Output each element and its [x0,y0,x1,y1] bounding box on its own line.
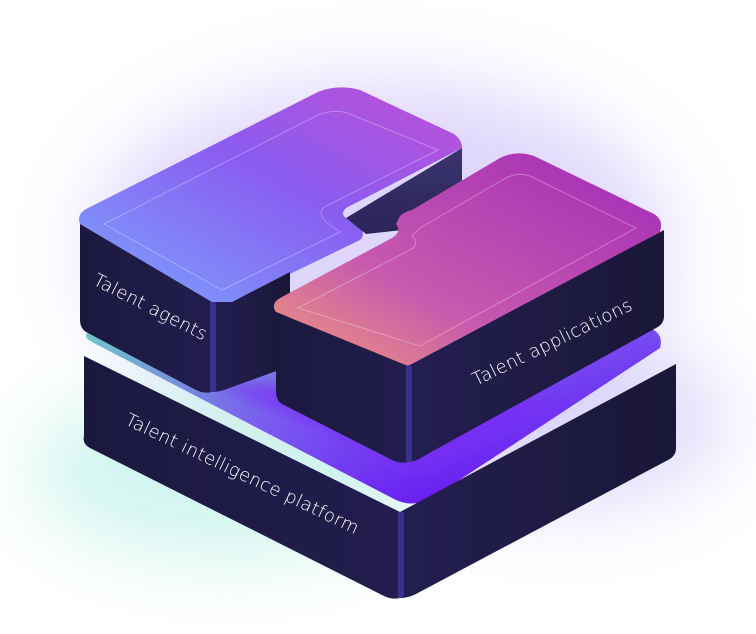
agents-corner-edge [210,302,216,392]
platform-side-left [83,356,400,599]
applications-corner-edge [406,366,412,462]
agents-top-face [79,87,462,304]
agents-top-inset [102,110,440,291]
platform-side-right [400,364,676,598]
applications-side-left [276,312,408,463]
applications-side-right [408,230,664,462]
agents-side-right [212,272,290,392]
applications-top-inset [296,173,638,347]
applications-layer: Talent applications [273,153,664,463]
platform-corner-edge [398,512,404,598]
applications-top-face [273,153,662,365]
agents-layer: Talent agents [79,87,462,393]
agents-side-left [80,224,212,393]
